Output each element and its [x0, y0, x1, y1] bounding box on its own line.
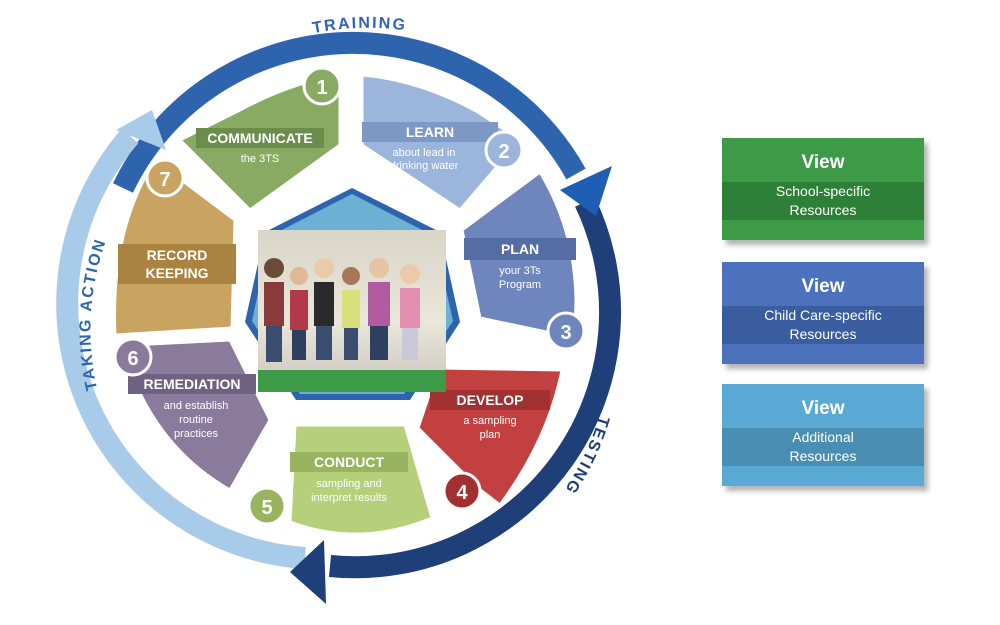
childcare-button-heading: View	[801, 276, 845, 297]
step-number-6-label: 6	[127, 348, 138, 370]
school-button-line-2: Resources	[789, 202, 857, 218]
additional-button-heading: View	[801, 398, 845, 419]
step-number-4-label: 4	[456, 482, 468, 504]
school-button-heading: View	[801, 152, 845, 173]
view-childcare-resources-button[interactable]: View Child Care-specific Resources	[722, 262, 924, 364]
step-conduct[interactable]	[288, 423, 434, 536]
children-photo	[258, 230, 446, 392]
three-ts-cycle-diagram: TRAINING TESTING TAKING ACTION	[56, 14, 622, 604]
step-7-title-line-2: KEEPING	[145, 265, 208, 281]
step-4-title: DEVELOP	[457, 392, 524, 408]
testing-arc	[328, 197, 622, 579]
additional-button-line-1: Additional	[792, 429, 854, 445]
step-record-keeping[interactable]	[113, 157, 237, 337]
view-additional-resources-button[interactable]: View Additional Resources	[722, 384, 924, 486]
step-4-desc-line-1: a sampling	[463, 415, 516, 427]
step-remediation[interactable]	[128, 338, 272, 493]
childcare-button-band	[722, 306, 924, 344]
step-3-desc-line-2: Program	[499, 279, 541, 291]
step-3-title: PLAN	[501, 241, 539, 257]
step-1-title: COMMUNICATE	[207, 130, 313, 146]
school-button-band	[722, 182, 924, 220]
step-plan[interactable]	[460, 169, 578, 340]
step-number-4	[442, 471, 482, 511]
step-7-title-line-1: RECORD	[147, 247, 208, 263]
additional-button-band	[722, 428, 924, 466]
school-button-text: School-specific Resources	[722, 182, 924, 220]
step-number-3-label: 3	[560, 322, 571, 344]
school-button-line-1: School-specific	[775, 183, 871, 199]
step-number-6	[113, 337, 153, 377]
additional-button-text: Additional Resources	[722, 428, 924, 466]
taking-action-arrowhead	[116, 110, 166, 150]
step-5-desc-line-1: sampling and	[316, 478, 381, 490]
step-learn[interactable]	[360, 73, 523, 212]
step-2-desc-line-2: drinking water	[390, 160, 459, 172]
step-2-title: LEARN	[406, 124, 454, 140]
childcare-button-line-1: Child Care-specific	[764, 307, 882, 323]
step-6-desc-line-3: practices	[174, 428, 219, 440]
step-3-desc-line-1: your 3Ts	[499, 265, 541, 277]
childcare-button-text: Child Care-specific Resources	[722, 306, 924, 344]
step-6-desc-line-1: and establish	[164, 400, 229, 412]
step-6-title: REMEDIATION	[144, 376, 241, 392]
taking-action-arc	[56, 128, 306, 569]
step-2-desc-line-1: about lead in	[393, 147, 456, 159]
childcare-button-line-2: Resources	[789, 326, 857, 342]
step-5-desc-line-2: interpret results	[311, 492, 387, 504]
step-number-5	[247, 486, 287, 526]
step-5-title: CONDUCT	[314, 454, 384, 470]
step-develop[interactable]	[416, 366, 564, 508]
step-number-2	[484, 130, 524, 170]
additional-button-line-2: Resources	[789, 448, 857, 464]
step-number-3	[546, 311, 586, 351]
step-number-1	[302, 66, 342, 106]
step-number-1-label: 1	[316, 77, 327, 99]
testing-arrowhead	[290, 540, 326, 604]
step-number-7	[145, 158, 185, 198]
training-arc	[113, 31, 586, 193]
training-arrowhead	[560, 166, 612, 216]
view-school-resources-button[interactable]: View School-specific Resources	[722, 138, 924, 240]
step-number-5-label: 5	[261, 497, 272, 519]
training-label: TRAINING	[311, 15, 406, 38]
svg-text:TRAINING: TRAINING	[311, 15, 408, 38]
step-number-2-label: 2	[498, 141, 509, 163]
step-1-desc-line-1: the 3TS	[241, 153, 280, 165]
step-number-7-label: 7	[159, 169, 170, 191]
step-6-desc-line-2: routine	[179, 414, 213, 426]
step-4-desc-line-2: plan	[480, 429, 501, 441]
